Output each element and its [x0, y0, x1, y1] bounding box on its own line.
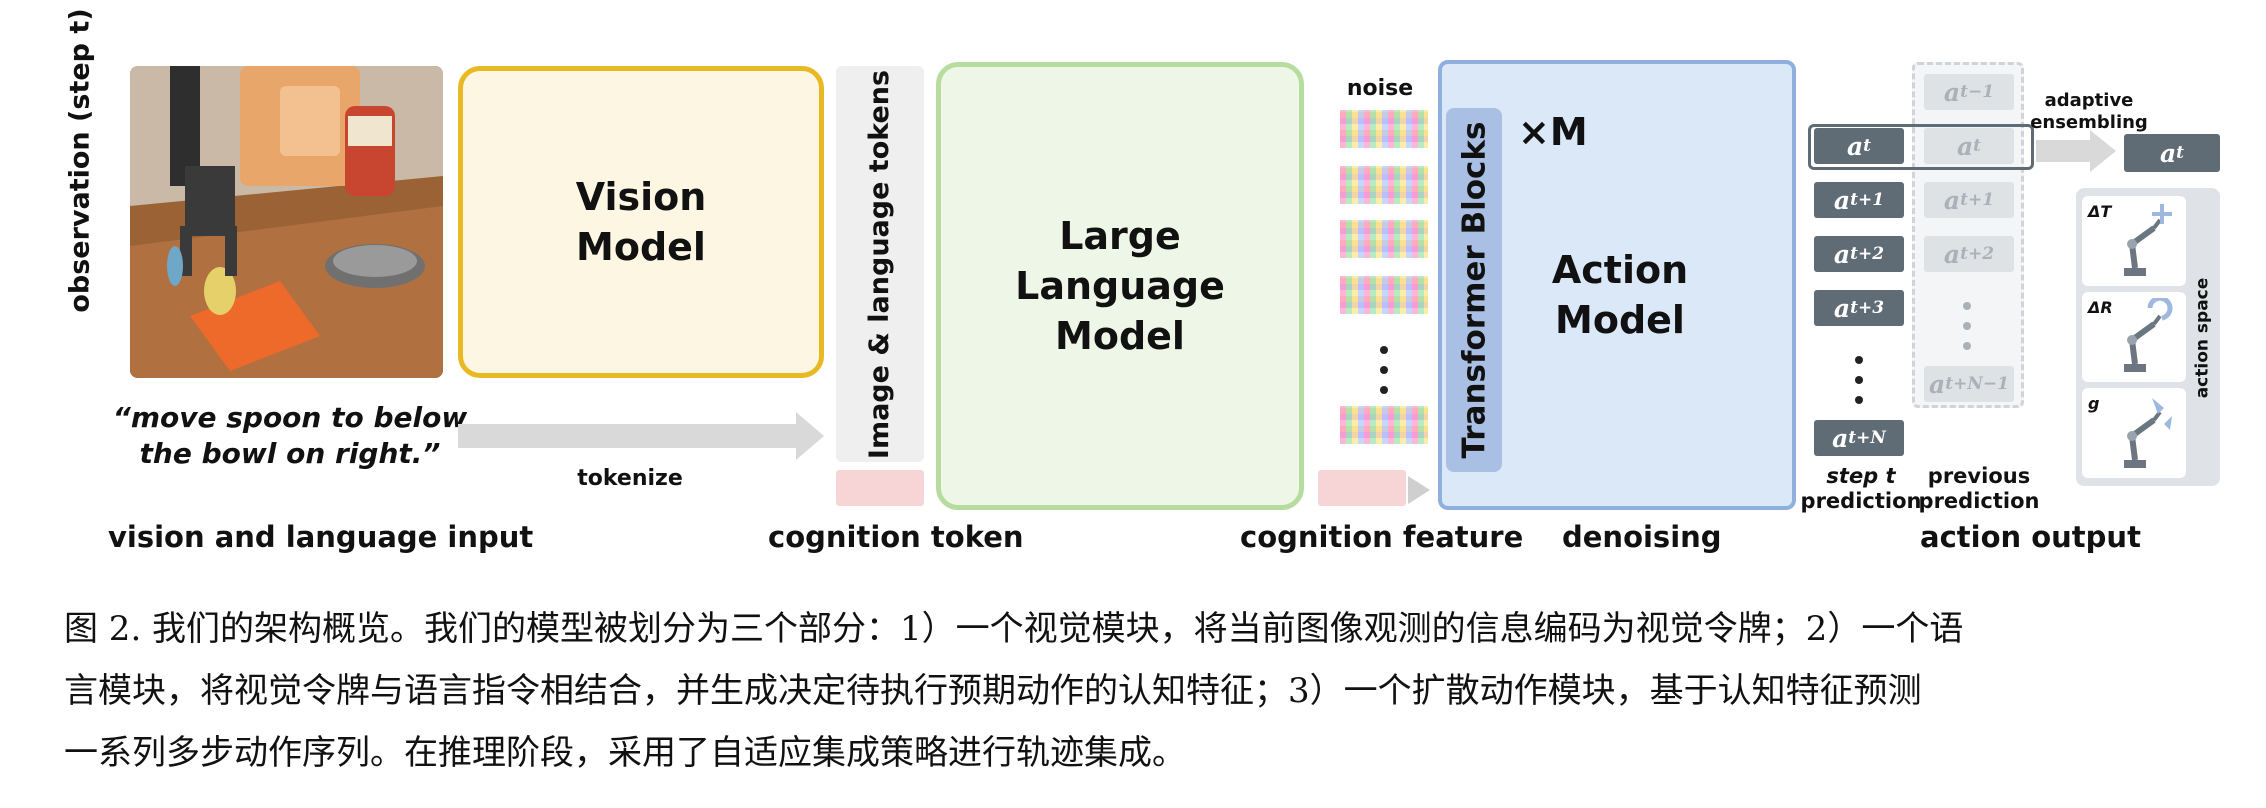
instruction-line-2: the bowl on right.” [139, 437, 441, 470]
tokens-box: Image & language tokens [836, 66, 924, 462]
llm-line-2: Language [1015, 264, 1225, 308]
previous-prediction-line-1: previous [1927, 464, 2031, 488]
tokenize-label: tokenize [577, 466, 683, 491]
instruction-line-1: “move spoon to below [112, 401, 468, 434]
step-ellipsis-icon [1848, 352, 1870, 412]
section-label-action-output: action output [1920, 520, 2141, 554]
noise-patch-1 [1340, 110, 1428, 148]
vision-model-line-2: Model [576, 225, 706, 269]
transformer-blocks: Transformer Blocks [1446, 108, 1502, 472]
step-prediction-line-1: step t [1826, 464, 1896, 488]
action-space-gripper: g [2082, 388, 2186, 478]
vision-model-box: Vision Model [458, 66, 824, 378]
robot-arm-gripper-icon [2124, 398, 2172, 468]
robot-arm-rotate-icon [2124, 298, 2173, 372]
action-model-line-2: Model [1555, 298, 1685, 342]
observation-label: observation (step t) [64, 7, 96, 313]
action-space-delta-r-label: ΔR [2088, 298, 2113, 317]
adaptive-line-1: adaptive [2044, 90, 2134, 111]
tokens-label: Image & language tokens [864, 69, 896, 459]
adaptive-line-2: ensembling [2030, 112, 2148, 133]
tokenize-arrow-shaft [458, 424, 798, 448]
previous-prediction-line-2: prediction [1918, 489, 2040, 513]
action-space-gripper-label: g [2088, 394, 2100, 413]
noise-patch-5 [1340, 406, 1428, 444]
transformer-label: Transformer Blocks [1456, 121, 1493, 459]
noise-patch-3 [1340, 220, 1428, 258]
caption-line-1: 图 2. 我们的架构概览。我们的模型被划分为三个部分：1）一个视觉模块，将当前图… [64, 609, 1964, 649]
section-label-denoising: denoising [1562, 520, 1722, 554]
instruction-text: “move spoon to below the bowl on right.” [110, 400, 470, 472]
step-prediction-label: step t prediction [1796, 464, 1926, 514]
ensemble-highlight [1808, 124, 2034, 170]
action-space-label-wrap: action space [2188, 200, 2216, 476]
previous-prediction-panel [1912, 62, 2024, 408]
action-model-line-1: Action [1551, 248, 1689, 292]
action-space-delta-t: ΔT [2082, 196, 2186, 286]
noise-patch-2 [1340, 166, 1428, 204]
vision-model-line-1: Vision [575, 175, 707, 219]
step-prediction-line-2: prediction [1800, 489, 1922, 513]
robot-arm-translate-icon [2124, 204, 2172, 276]
repeat-label: ×M [1518, 110, 1588, 154]
noise-patch-4 [1340, 276, 1428, 314]
ensemble-arrow-shaft [2036, 140, 2092, 162]
caption-line-3: 一系列多步动作序列。在推理阶段，采用了自适应集成策略进行轨迹集成。 [64, 733, 1186, 773]
observation-image [130, 66, 443, 378]
section-label-cognition-token: cognition token [768, 520, 1024, 554]
adaptive-ensembling-label: adaptive ensembling [2028, 90, 2150, 134]
action-space-delta-r: ΔR [2082, 292, 2186, 382]
noise-ellipsis-icon [1373, 342, 1395, 402]
cognition-token-block [836, 470, 924, 506]
prev-ellipsis-icon [1956, 298, 1978, 358]
tokenize-arrow-head [796, 412, 824, 460]
noise-label: noise [1346, 76, 1414, 101]
action-space-label: action space [2192, 277, 2213, 399]
cognition-feature-block [1318, 470, 1406, 506]
section-label-cognition-feature: cognition feature [1240, 520, 1524, 554]
kitchen-scene-illustration [130, 66, 443, 378]
section-label-input: vision and language input [108, 520, 534, 554]
llm-box: Large Language Model [936, 62, 1304, 510]
caption-line-2: 言模块，将视觉令牌与语言指令相结合，并生成决定待执行预期动作的认知特征；3）一个… [64, 671, 1922, 711]
llm-line-1: Large [1059, 214, 1181, 258]
action-space-delta-t-label: ΔT [2088, 202, 2112, 221]
previous-prediction-label: previous prediction [1914, 464, 2044, 514]
llm-line-3: Model [1055, 314, 1185, 358]
ensemble-arrow-head [2090, 130, 2116, 172]
cognition-feature-arrow [1408, 476, 1430, 504]
action-model-title: Action Model [1520, 240, 1720, 350]
